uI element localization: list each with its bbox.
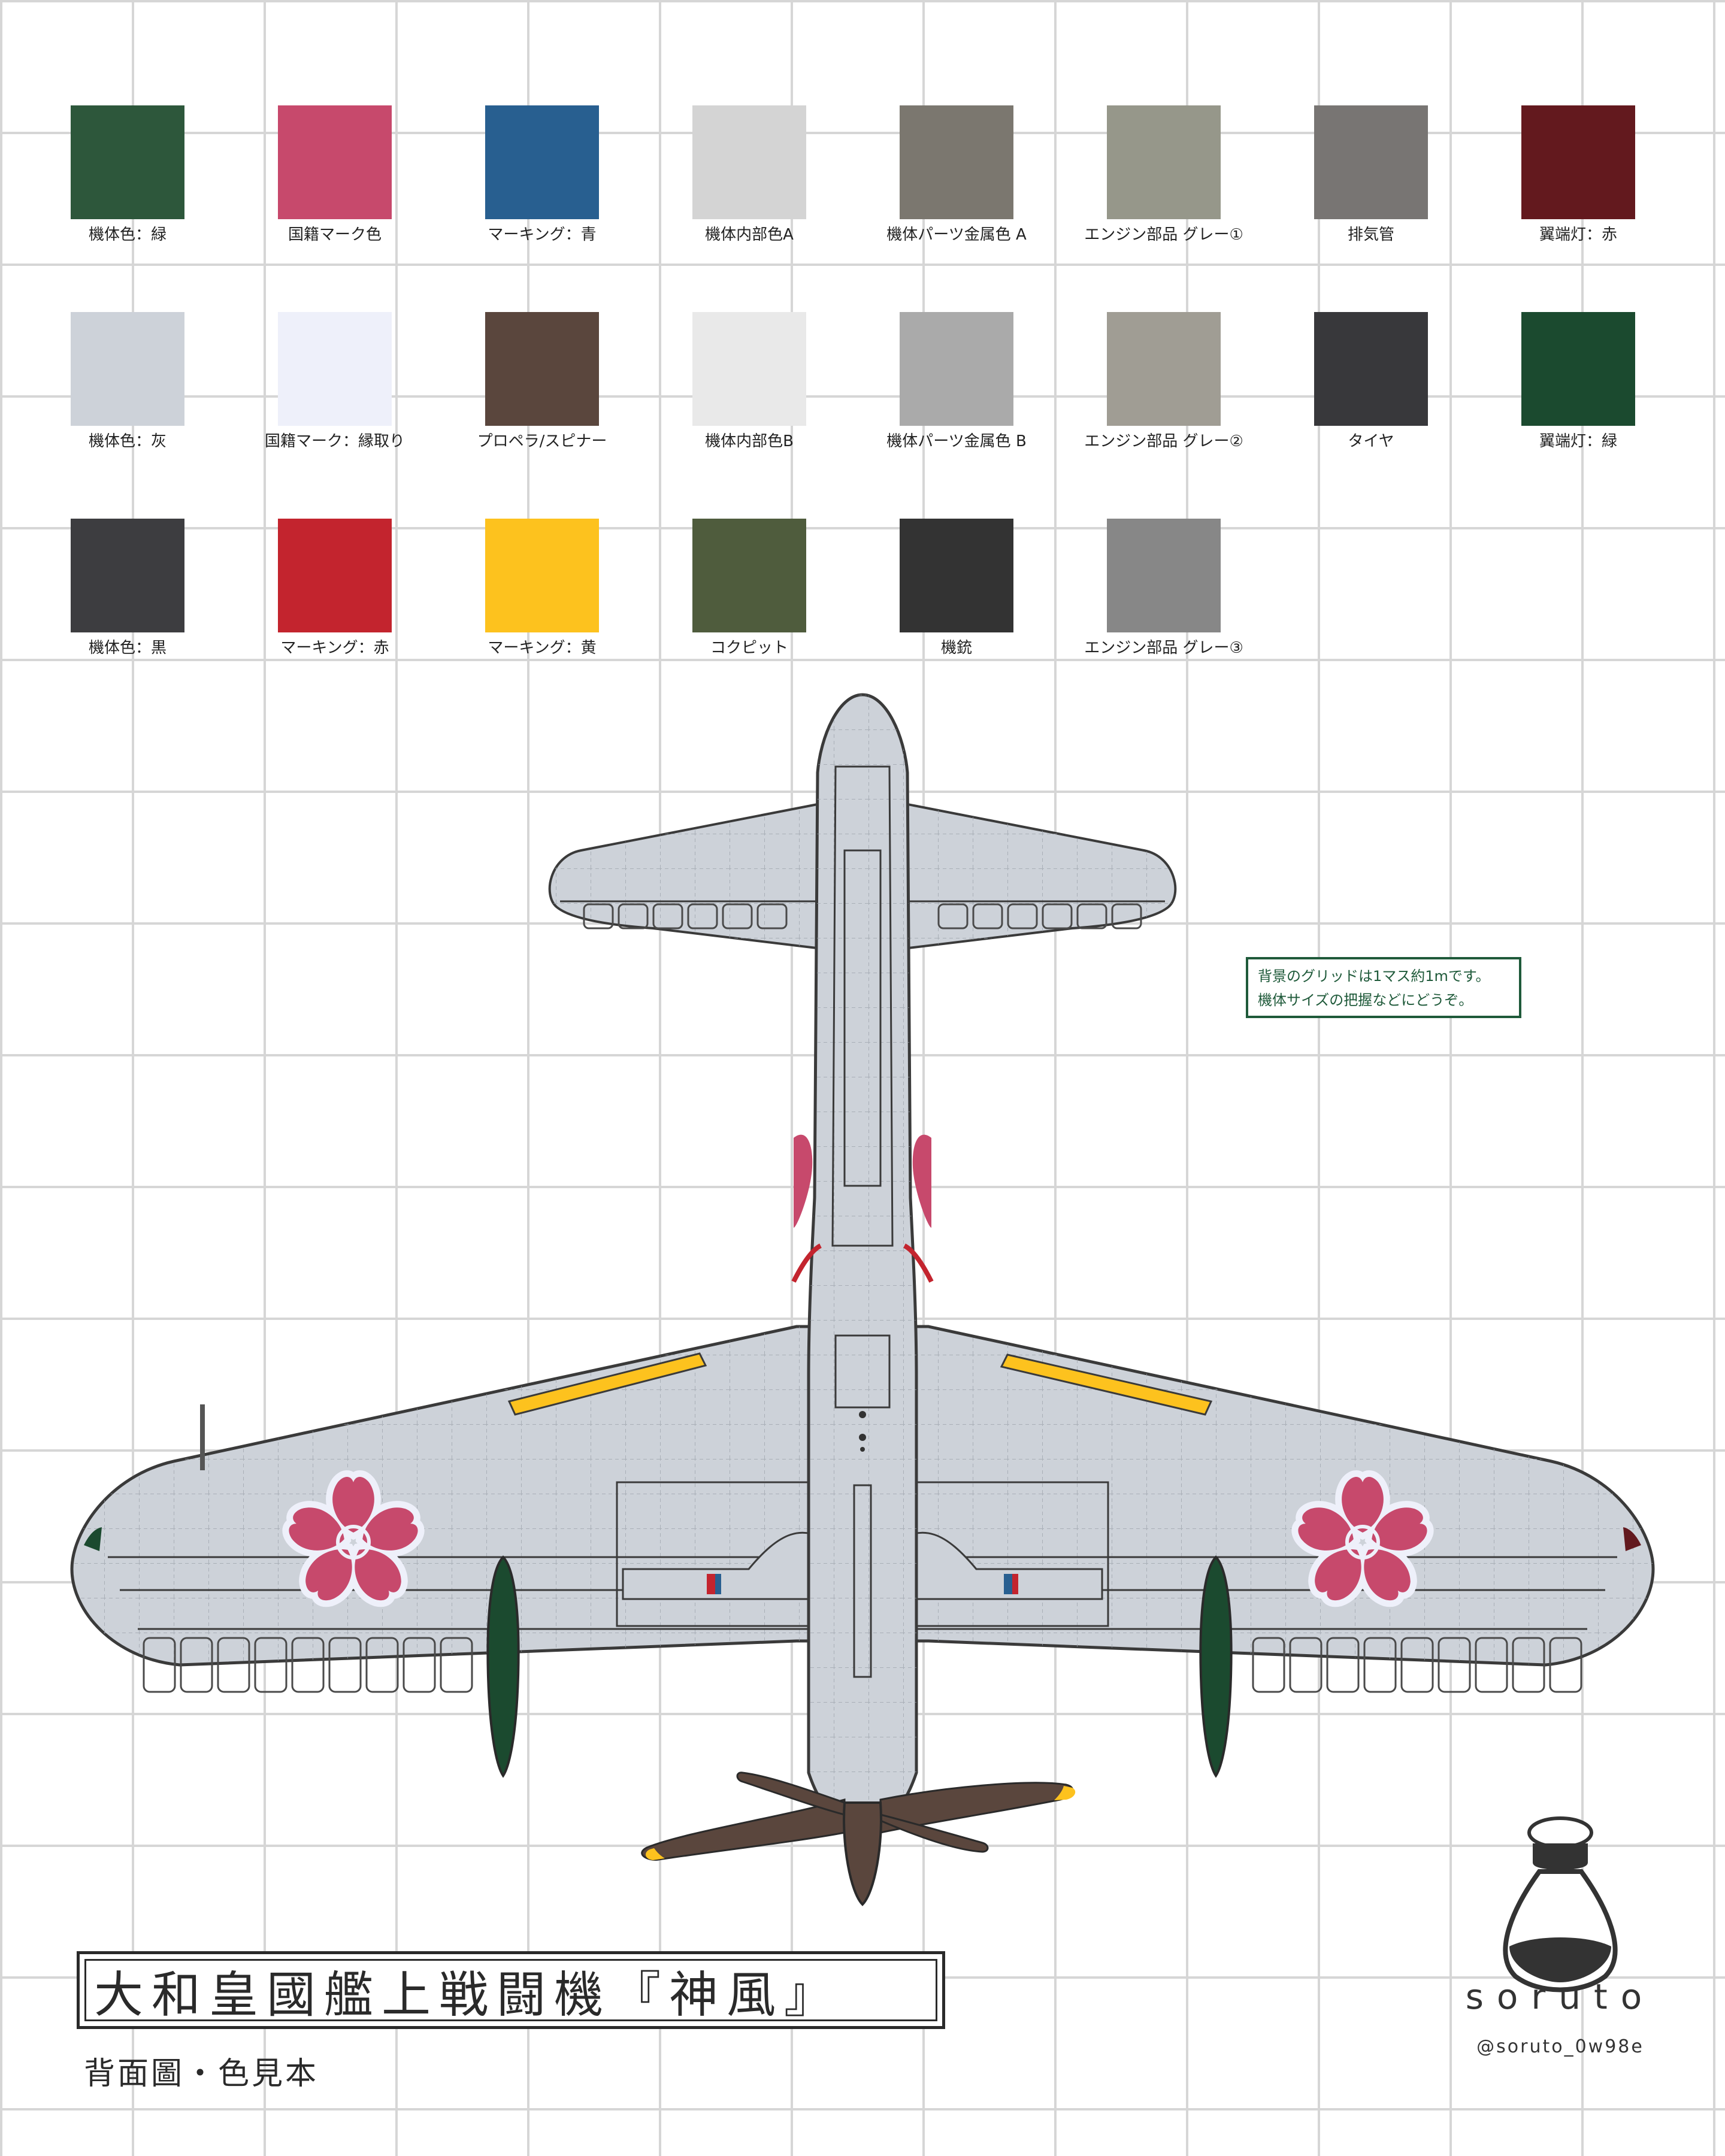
color-swatch <box>278 312 392 426</box>
propeller <box>641 1772 1076 1906</box>
swatch-label: 機体内部色A <box>705 226 794 244</box>
brand-logo-icon <box>1503 1816 1618 1993</box>
swatch-label: 機銃 <box>940 639 972 657</box>
swatch-label: マーキング：赤 <box>280 639 389 657</box>
color-swatch <box>1521 312 1635 426</box>
color-swatch <box>692 105 806 219</box>
color-swatch <box>71 312 184 426</box>
title-frame: 大和皇國艦上戦闘機『神風』 <box>77 1951 945 2029</box>
color-swatch <box>1107 519 1221 632</box>
swatch-label: タイヤ <box>1348 432 1394 450</box>
color-swatch <box>1314 105 1428 219</box>
swatch-label: 機体パーツ金属色 A <box>886 226 1027 244</box>
swatch-label: プロペラ/スピナー <box>477 432 607 450</box>
color-swatch <box>1314 312 1428 426</box>
swatch-label: 機体色：黒 <box>88 639 167 657</box>
color-swatch <box>900 312 1013 426</box>
page-title: 大和皇國艦上戦闘機『神風』 <box>94 1966 842 2024</box>
swatch-label: エンジン部品 グレー③ <box>1084 639 1243 657</box>
landing-gear <box>486 1555 1233 1778</box>
swatch-label: エンジン部品 グレー① <box>1084 226 1243 244</box>
brand-name: soruto <box>1465 1976 1656 2017</box>
tailplane <box>548 801 1177 951</box>
color-swatch <box>692 312 806 426</box>
color-swatch <box>1521 105 1635 219</box>
swatch-label: 国籍マーク：縁取り <box>264 432 405 450</box>
swatch-label: 機体色：緑 <box>88 226 167 244</box>
color-swatch <box>278 105 392 219</box>
color-swatch <box>485 312 599 426</box>
fuselage <box>791 693 934 1828</box>
note-line-2: 機体サイズの把握などにどうぞ。 <box>1258 992 1473 1009</box>
swatch-label: 機体内部色B <box>705 432 794 450</box>
swatch-label: エンジン部品 グレー② <box>1084 432 1243 450</box>
swatch-label: コクピット <box>710 639 788 657</box>
swatch-label: 機体色：灰 <box>88 432 167 450</box>
swatch-label: 翼端灯：緑 <box>1539 432 1617 450</box>
swatch-label: 国籍マーク色 <box>288 226 382 244</box>
page-subtitle: 背面圖・色見本 <box>84 2056 319 2092</box>
color-swatch <box>900 105 1013 219</box>
color-swatch <box>485 105 599 219</box>
note-line-1: 背景のグリッドは1マス約1mです。 <box>1258 968 1490 985</box>
color-swatch <box>485 519 599 632</box>
color-swatch <box>900 519 1013 632</box>
color-swatch <box>1107 105 1221 219</box>
swatch-label: 翼端灯：赤 <box>1539 226 1617 244</box>
brand-handle: @soruto_0w98e <box>1476 2036 1644 2057</box>
roundel-left <box>285 1477 422 1607</box>
roundel-right <box>1294 1477 1432 1607</box>
swatch-label: 排気管 <box>1347 226 1394 244</box>
swatch-label: マーキング：青 <box>488 226 597 244</box>
color-swatch <box>278 519 392 632</box>
color-swatch <box>692 519 806 632</box>
swatch-label: 機体パーツ金属色 B <box>886 432 1027 450</box>
color-swatch <box>1107 312 1221 426</box>
swatch-label: マーキング：黄 <box>488 639 597 657</box>
color-swatch <box>71 519 184 632</box>
grid-scale-note: 背景のグリッドは1マス約1mです。 機体サイズの把握などにどうぞ。 <box>1246 957 1521 1018</box>
color-swatch <box>71 105 184 219</box>
